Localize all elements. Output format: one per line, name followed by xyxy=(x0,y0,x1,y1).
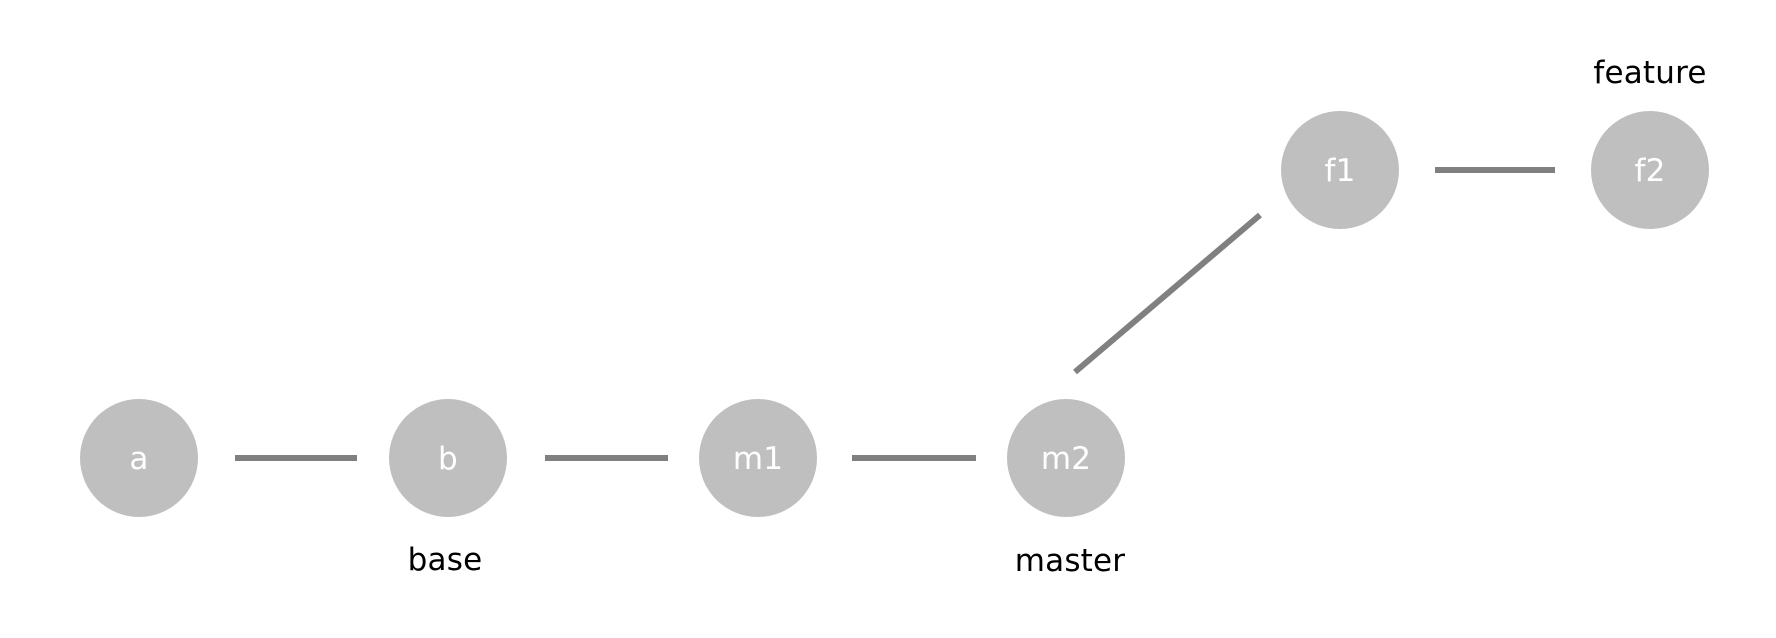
commit-node-m2[interactable]: m2 xyxy=(1007,399,1125,517)
commit-node-b[interactable]: b xyxy=(389,399,507,517)
commit-node-label-m1: m1 xyxy=(733,441,783,477)
commit-node-a[interactable]: a xyxy=(80,399,198,517)
commit-node-label-m2: m2 xyxy=(1041,441,1091,477)
branch-label-feature: feature xyxy=(1593,55,1706,91)
commit-node-label-a: a xyxy=(129,441,148,477)
edges-group xyxy=(235,167,1555,461)
commit-node-label-b: b xyxy=(438,441,458,477)
commit-node-circle-f1[interactable] xyxy=(1281,111,1399,229)
commit-node-circle-b[interactable] xyxy=(389,399,507,517)
branch-label-base: base xyxy=(408,542,483,578)
commit-node-f1[interactable]: f1 xyxy=(1281,111,1399,229)
commit-node-circle-f2[interactable] xyxy=(1591,111,1709,229)
commit-node-label-f2: f2 xyxy=(1634,153,1665,189)
commit-node-circle-m2[interactable] xyxy=(1007,399,1125,517)
commit-node-label-f1: f1 xyxy=(1324,153,1355,189)
commit-node-circle-a[interactable] xyxy=(80,399,198,517)
commit-node-circle-m1[interactable] xyxy=(699,399,817,517)
commit-node-m1[interactable]: m1 xyxy=(699,399,817,517)
graph-edge-m2-f1 xyxy=(1073,212,1262,375)
commit-node-f2[interactable]: f2 xyxy=(1591,111,1709,229)
branch-labels-group: base master feature xyxy=(408,55,1707,579)
branch-label-master: master xyxy=(1015,543,1126,579)
nodes-group: a b m1 m2 f1 f2 xyxy=(80,111,1709,517)
